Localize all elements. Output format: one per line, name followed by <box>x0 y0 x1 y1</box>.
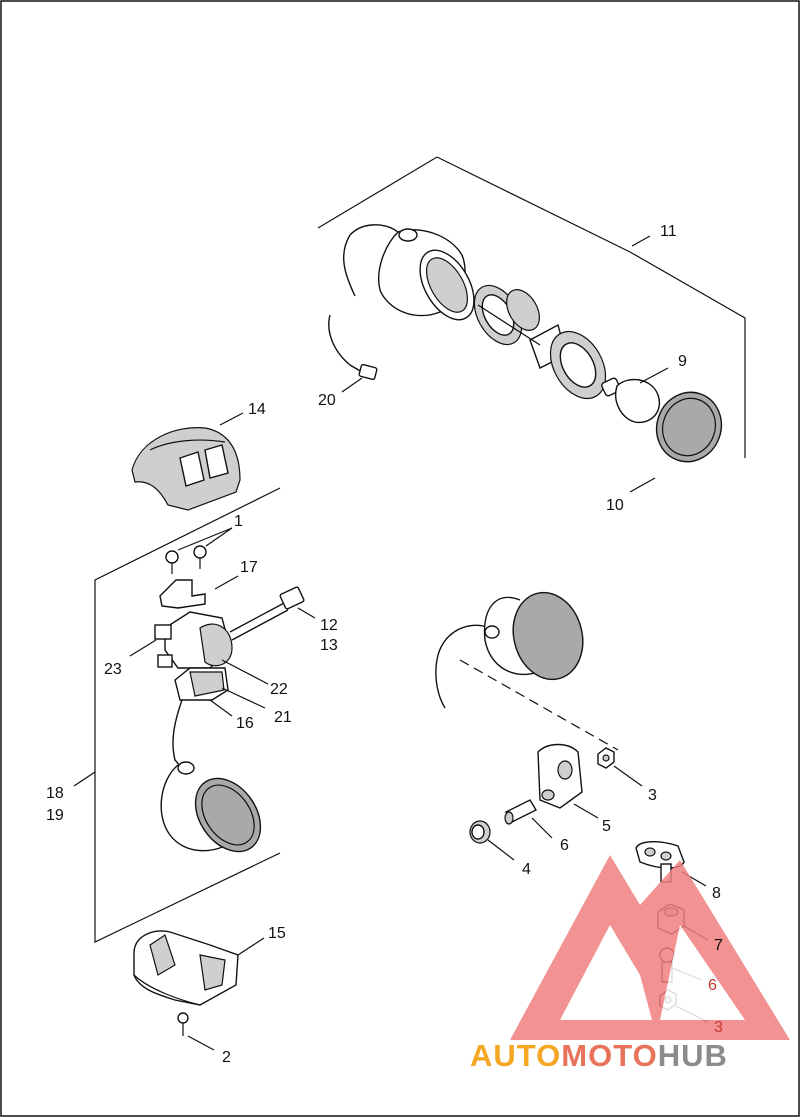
label-1: 1 <box>234 513 243 530</box>
mount-bracket-5 <box>537 743 583 809</box>
label-3-upper: 3 <box>648 787 657 804</box>
label-4: 4 <box>522 861 531 878</box>
switch-housing-upper-14 <box>131 427 241 511</box>
label-6-lower: 6 <box>708 977 717 994</box>
group-bracket-18-19 <box>94 487 281 943</box>
label-6-upper: 6 <box>560 837 569 854</box>
socket-gasket <box>473 284 540 346</box>
label-5: 5 <box>602 818 611 835</box>
label-15: 15 <box>268 925 286 942</box>
switch-body <box>154 586 305 669</box>
label-3-lower: 3 <box>714 1019 723 1036</box>
nut-3-upper <box>597 747 615 769</box>
screws-1 <box>165 527 233 574</box>
label-2: 2 <box>222 1049 231 1066</box>
group-bracket-11 <box>317 156 746 458</box>
bulb-socket <box>477 304 607 400</box>
lens-10 <box>655 391 723 463</box>
label-12: 12 <box>320 617 338 634</box>
turn-signal-lower-right <box>435 591 619 751</box>
label-16: 16 <box>236 715 254 732</box>
watermark-auto: AUTO <box>470 1038 561 1073</box>
watermark-text: AUTOMOTOHUB <box>470 1038 728 1073</box>
svg-text:AUTOMOTOHUB: AUTOMOTOHUB <box>470 1038 728 1073</box>
turn-signal-housing-upper <box>343 224 475 321</box>
label-19: 19 <box>46 807 64 824</box>
plug-4 <box>469 820 491 844</box>
screw-2 <box>177 1012 189 1036</box>
label-9: 9 <box>678 353 687 370</box>
label-22: 22 <box>270 681 288 698</box>
label-7: 7 <box>714 937 723 954</box>
label-17: 17 <box>240 559 258 576</box>
switch-wire <box>172 699 183 769</box>
harness-connector-20 <box>328 314 378 381</box>
label-10: 10 <box>606 497 624 514</box>
switch-housing-lower-15 <box>133 930 239 1006</box>
label-20: 20 <box>318 392 336 409</box>
label-8: 8 <box>712 885 721 902</box>
bulb <box>601 377 661 424</box>
callout-labels: 11 9 20 14 10 1 17 12 13 23 22 21 16 18 … <box>46 223 723 1066</box>
label-11: 11 <box>660 223 677 240</box>
label-13: 13 <box>320 637 338 654</box>
label-23: 23 <box>104 661 122 678</box>
turn-signal-lower-left <box>160 761 262 853</box>
switch-16 <box>174 667 229 701</box>
stud-6-upper <box>504 799 537 825</box>
label-14: 14 <box>248 401 266 418</box>
clamp-17 <box>159 579 206 609</box>
label-18: 18 <box>46 785 64 802</box>
watermark-hub: HUB <box>658 1038 728 1073</box>
label-21: 21 <box>274 709 292 726</box>
logo-triangle-mark <box>510 855 790 1040</box>
watermark-moto: MOTO <box>561 1038 657 1073</box>
